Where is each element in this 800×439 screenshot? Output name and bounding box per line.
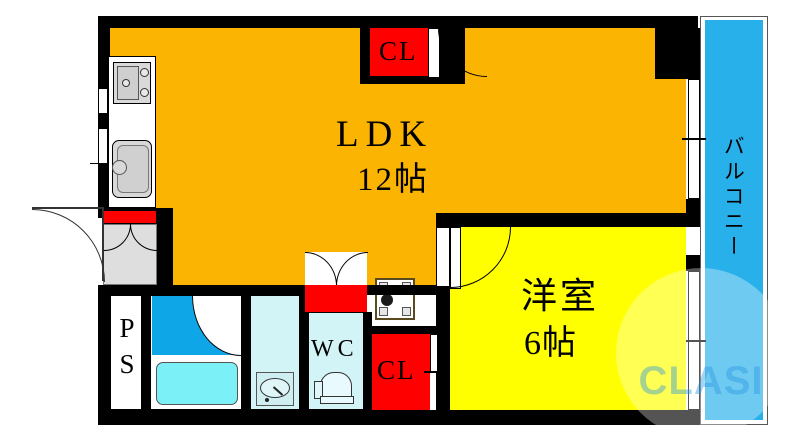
- wall-right-bedroom-top: [686, 255, 700, 271]
- bedroom-door-opening: [436, 227, 450, 287]
- bedroom-size: 6帖: [524, 325, 577, 362]
- closet-bottom-label: CL: [377, 355, 416, 385]
- bathtub-icon: [156, 362, 238, 405]
- washbasin-drain: [265, 398, 269, 402]
- balcony-slider-bedroom-tick: [682, 340, 706, 342]
- wall-wc-right: [364, 312, 372, 425]
- wc-door-threshold: [305, 285, 367, 312]
- entrance-door-leaf[interactable]: [102, 209, 104, 281]
- balcony-label: バルコニー: [721, 135, 746, 260]
- balcony-slider-ldk-tick: [682, 138, 706, 140]
- wall-left-bottom: [98, 285, 110, 425]
- bedroom-label: 洋室: [521, 276, 600, 316]
- wall-right-bottom: [686, 410, 700, 425]
- ps-line-2: S: [119, 349, 135, 380]
- room-ldk-corridor: [155, 213, 436, 285]
- entrance-door-arc[interactable]: [32, 209, 105, 282]
- wall-entry-right: [155, 208, 173, 285]
- closet-top-door-leaf: [428, 28, 440, 78]
- shoe-cabinet-icon: [103, 210, 157, 224]
- kitchen-window-upper: [98, 88, 108, 114]
- closet-bottom-door-tick: [424, 371, 444, 373]
- wall-closet-bottom-top: [364, 326, 436, 334]
- wall-bottom-divider-top: [98, 285, 436, 295]
- sink-drain: [112, 160, 127, 175]
- toilet-base: [320, 396, 354, 404]
- washer-drain-icon: [381, 294, 393, 306]
- entrance-door-frame: [32, 207, 104, 209]
- wall-bedroom-bottom: [436, 410, 686, 425]
- ps-line-1: P: [119, 313, 135, 343]
- stove-burner-3: [122, 79, 130, 87]
- ldk-label: LDK: [336, 114, 434, 155]
- closet-top-fill: [370, 28, 428, 76]
- room-pipe-space: [110, 295, 142, 410]
- pipe-space-label: P S: [113, 310, 141, 383]
- washer-pan-corner-br: [402, 307, 411, 316]
- closet-top-label: CL: [379, 36, 418, 66]
- wall-ps-right: [142, 285, 150, 425]
- stove-burner-2: [140, 88, 149, 97]
- toilet-label: WC: [311, 336, 358, 362]
- wall-right-ldk: [686, 28, 700, 79]
- toilet-bowl-icon: [320, 372, 352, 399]
- closet-bottom-fill: [372, 334, 430, 410]
- wall-bath-right: [242, 285, 250, 425]
- wall-bottom-edge: [98, 410, 436, 425]
- closet-bottom-door-left[interactable]: [430, 334, 438, 372]
- wall-washroom-right: [300, 285, 308, 425]
- room-balcony: [705, 20, 763, 420]
- wall-bedroom-top: [436, 213, 686, 227]
- stove-burner-1: [140, 68, 149, 77]
- wall-left-upper: [98, 16, 110, 60]
- kitchen-window-lower: [98, 128, 108, 164]
- toilet-tank-icon: [314, 381, 323, 399]
- wall-right-mid: [686, 199, 700, 227]
- washer-pan-corner-bl: [379, 307, 388, 316]
- ldk-size: 12帖: [357, 162, 429, 198]
- kitchen-window-tick: [90, 163, 108, 164]
